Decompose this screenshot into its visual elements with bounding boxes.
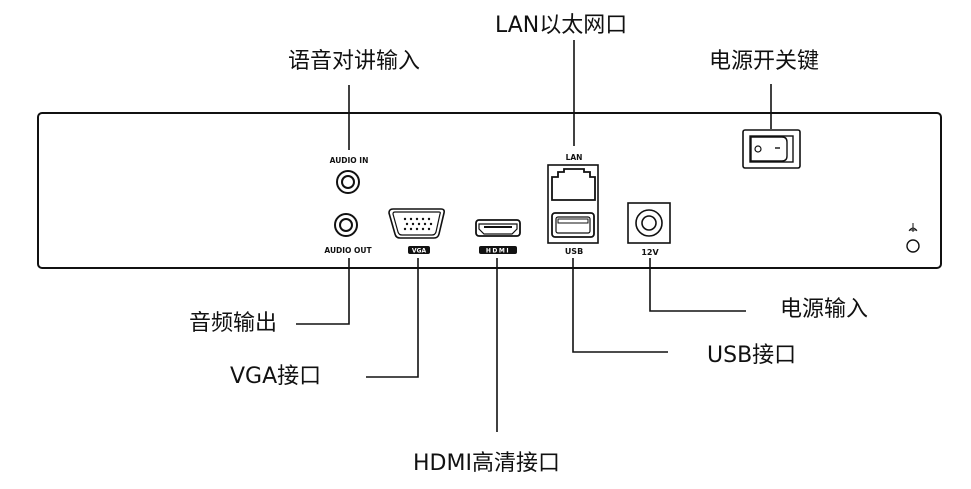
leader-usb (572, 258, 668, 353)
leader-audio-out (296, 258, 350, 325)
panel-label-audio-out: AUDIO OUT (324, 246, 372, 255)
usb-port-icon[interactable] (551, 212, 595, 238)
rca-jack-icon[interactable] (334, 213, 358, 237)
callout-audio-in: 语音对讲输入 (288, 49, 421, 74)
callout-usb: USB接口 (707, 343, 797, 368)
panel-label-usb: USB (565, 247, 583, 256)
panel-label-vga: VGA (412, 248, 427, 255)
ground-terminal[interactable] (906, 239, 920, 253)
panel-label-lan: LAN (566, 153, 583, 162)
callout-hdmi: HDMI高清接口 (413, 451, 560, 476)
dc-jack-icon[interactable] (627, 202, 671, 244)
panel-label-power: 12V (641, 248, 659, 257)
callout-power-switch: 电源开关键 (709, 49, 820, 74)
callout-lan: LAN以太网口 (495, 13, 628, 38)
callout-vga: VGA接口 (230, 364, 322, 389)
rca-jack-icon[interactable] (336, 170, 360, 194)
ground-icon (908, 223, 918, 232)
leader-power-input (649, 258, 746, 312)
chassis-outline (37, 112, 942, 269)
rocker-switch-icon[interactable] (742, 129, 801, 169)
leader-vga (366, 258, 419, 378)
hdmi-port-icon[interactable] (475, 219, 521, 237)
vga-port-icon[interactable] (388, 208, 445, 239)
callout-audio-out: 音频输出 (189, 311, 278, 336)
rj45-port-icon[interactable] (551, 168, 596, 201)
panel-label-hdmi: HDMI (486, 248, 510, 255)
panel-label-audio-in: AUDIO IN (330, 156, 369, 165)
callout-power-input: 电源输入 (780, 297, 869, 322)
lan-usb-housing (547, 164, 599, 244)
